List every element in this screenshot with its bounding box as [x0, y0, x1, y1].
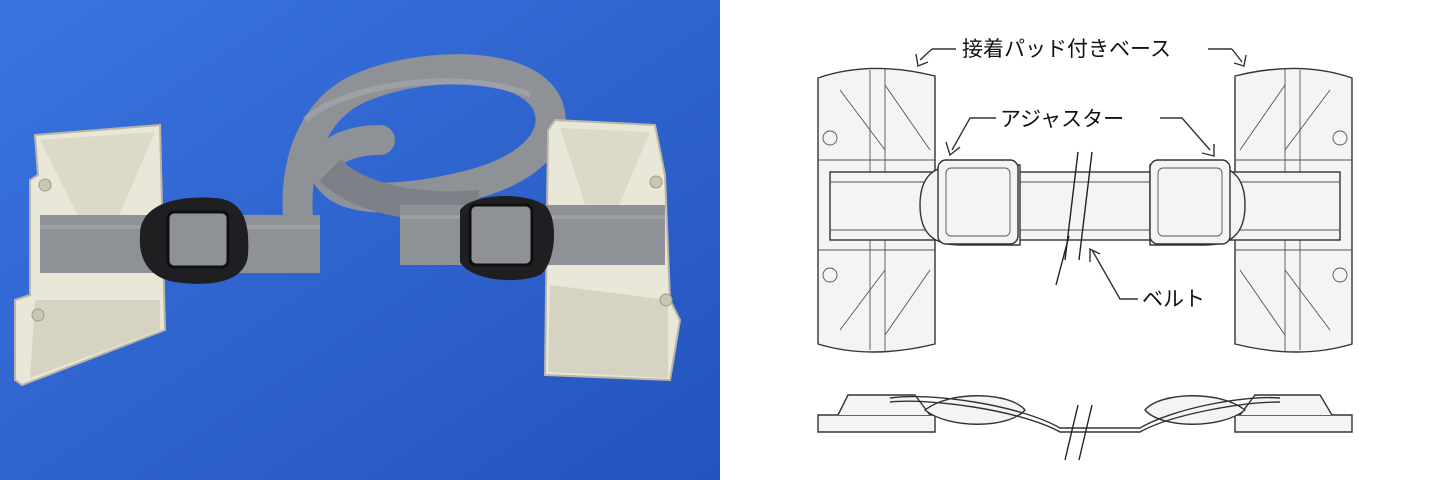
label-base-group: 接着パッド付きベース: [915, 37, 1247, 67]
drawing-side-view: [817, 394, 1353, 461]
label-adjuster-group: アジャスター: [945, 107, 1215, 157]
technical-drawing: 接着パッド付きベース アジャスター ベルト: [817, 37, 1353, 461]
label-adjuster: アジャスター: [1000, 107, 1124, 131]
left-buckle: [139, 197, 249, 284]
right-buckle: [460, 195, 555, 281]
drawing-left-adjuster: [919, 159, 1021, 246]
drawing-belt: [829, 151, 1341, 286]
label-belt-group: ベルト: [1089, 247, 1205, 311]
product-photo: [0, 0, 720, 480]
label-belt: ベルト: [1142, 287, 1205, 311]
drawing-right-adjuster: [1149, 159, 1246, 246]
label-base: 接着パッド付きベース: [962, 37, 1171, 61]
